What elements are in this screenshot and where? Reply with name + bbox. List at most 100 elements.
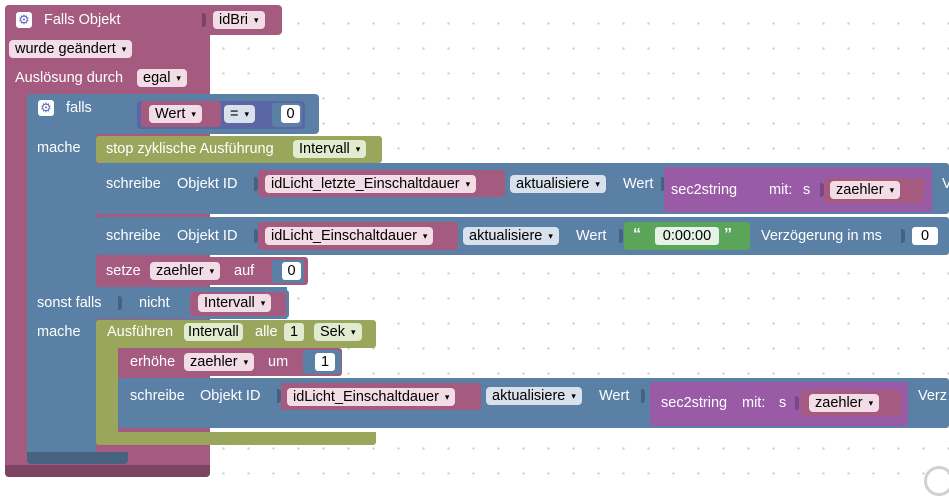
write-label: schreibe: [130, 388, 185, 404]
arg-value: zaehler: [836, 182, 884, 198]
object-dropdown[interactable]: idLicht_Einschaltdauer ▾: [287, 388, 456, 406]
interval-block-bottom: [96, 432, 376, 445]
delay-label: Verzögerung in ms: [761, 228, 882, 244]
increment-label: erhöhe: [130, 354, 176, 370]
mode-dropdown[interactable]: aktualisiere ▾: [510, 175, 606, 193]
object-dropdown[interactable]: idLicht_Einschaltdauer ▾: [265, 227, 434, 245]
chevron-down-icon: ▾: [260, 298, 266, 308]
increment-number-field[interactable]: 1: [315, 353, 335, 371]
event-title: Falls Objekt: [44, 12, 121, 28]
chevron-down-icon: ▾: [121, 44, 127, 54]
interval-amount-field[interactable]: 1: [284, 323, 304, 341]
value-label: Wert: [599, 388, 630, 404]
object-id-label: Objekt ID: [200, 388, 261, 404]
input-notch: [820, 183, 824, 197]
gear-icon[interactable]: ⚙: [16, 12, 32, 28]
object-id-value: idBri: [219, 12, 249, 28]
function-param: s: [779, 395, 787, 411]
input-notch: [202, 13, 206, 27]
chevron-down-icon: ▾: [595, 179, 600, 189]
chevron-down-icon: ▾: [465, 179, 471, 189]
change-type-value: wurde geändert: [15, 41, 116, 57]
if-block[interactable]: [27, 94, 96, 464]
function-mit: mit:: [769, 182, 793, 198]
chevron-down-icon: ▾: [351, 327, 356, 337]
input-notch: [254, 229, 258, 243]
quote-open-icon: “: [633, 226, 641, 243]
delay-field[interactable]: 0: [912, 227, 938, 245]
variable-dropdown[interactable]: Wert▾: [149, 105, 202, 123]
set-to-label: auf: [234, 263, 255, 279]
mode-dropdown[interactable]: aktualisiere ▾: [486, 387, 582, 405]
not-label: nicht: [139, 295, 170, 311]
object-value: idLicht_Einschaltdauer: [293, 389, 439, 405]
interval-value: Intervall: [299, 141, 350, 157]
if-label: falls: [66, 100, 92, 116]
object-dropdown[interactable]: idLicht_letzte_Einschaltdauer ▾: [265, 175, 477, 193]
object-id-dropdown[interactable]: idBri ▾: [213, 11, 265, 29]
mode-dropdown[interactable]: aktualisiere▾: [463, 227, 559, 245]
chevron-down-icon: ▾: [868, 398, 874, 408]
input-notch: [641, 389, 645, 403]
do-label: mache: [37, 324, 81, 340]
gear-icon[interactable]: ⚙: [38, 100, 54, 116]
input-notch: [118, 296, 122, 310]
function-mit: mit:: [742, 395, 766, 411]
zoom-reset-icon[interactable]: [924, 466, 949, 496]
set-variable-dropdown[interactable]: zaehler ▾: [150, 262, 221, 280]
mode-value: aktualisiere: [516, 176, 590, 192]
chevron-down-icon: ▾: [889, 185, 895, 195]
trigger-dropdown[interactable]: egal ▾: [137, 69, 187, 87]
input-notch: [661, 177, 665, 191]
change-type-dropdown[interactable]: wurde geändert ▾: [9, 40, 133, 58]
interval-unit-dropdown[interactable]: Sek▾: [314, 323, 362, 341]
function-name: sec2string: [671, 182, 738, 198]
set-variable-value: zaehler: [156, 263, 204, 279]
interval-variable-value: Intervall: [188, 324, 239, 340]
chevron-down-icon: ▾: [571, 391, 576, 401]
interval-block[interactable]: [96, 320, 118, 445]
object-id-label: Objekt ID: [177, 176, 238, 192]
value-label: Wert: [576, 228, 607, 244]
trailing-label: Verz: [918, 388, 948, 404]
number-field[interactable]: 0: [281, 105, 300, 123]
chevron-down-icon: ▾: [191, 109, 196, 119]
operator-dropdown[interactable]: =▾: [224, 105, 255, 123]
chevron-down-icon: ▾: [209, 266, 215, 276]
function-param: s: [803, 182, 811, 198]
interval-dropdown[interactable]: Intervall ▾: [293, 140, 367, 158]
operator-value: =: [230, 106, 239, 122]
input-notch: [795, 396, 799, 410]
increment-by-label: um: [268, 354, 289, 370]
object-value: idLicht_letzte_Einschaltdauer: [271, 176, 460, 192]
else-if-variable-dropdown[interactable]: Intervall▾: [198, 294, 272, 312]
arg-value: zaehler: [815, 395, 863, 411]
quote-close-icon: ”: [724, 226, 732, 243]
increment-variable-dropdown[interactable]: zaehler▾: [184, 353, 255, 371]
input-notch: [619, 229, 623, 243]
chevron-down-icon: ▾: [355, 144, 361, 154]
stop-interval-label: stop zyklische Ausführung: [106, 141, 274, 157]
every-label: alle: [255, 324, 278, 340]
chevron-down-icon: ▾: [254, 15, 259, 25]
chevron-down-icon: ▾: [422, 231, 428, 241]
set-number-field[interactable]: 0: [282, 262, 301, 280]
trailing-label: V: [942, 176, 949, 192]
if-block-bottom: [27, 452, 128, 464]
arg-dropdown[interactable]: zaehler ▾: [809, 394, 880, 412]
object-value: idLicht_Einschaltdauer: [271, 228, 417, 244]
value-label: Wert: [623, 176, 654, 192]
chevron-down-icon: ▾: [243, 357, 249, 367]
write-label: schreibe: [106, 176, 161, 192]
input-notch: [901, 229, 905, 243]
mode-value: aktualisiere: [469, 228, 543, 244]
object-id-label: Objekt ID: [177, 228, 238, 244]
chevron-down-icon: ▾: [176, 73, 181, 83]
input-notch: [277, 389, 281, 403]
mode-value: aktualisiere: [492, 388, 566, 404]
chevron-down-icon: ▾: [444, 392, 450, 402]
trigger-value: egal: [143, 70, 171, 86]
arg-dropdown[interactable]: zaehler ▾: [830, 181, 901, 199]
interval-variable-dropdown[interactable]: Intervall: [184, 323, 243, 341]
text-field[interactable]: 0:00:00: [655, 227, 719, 245]
